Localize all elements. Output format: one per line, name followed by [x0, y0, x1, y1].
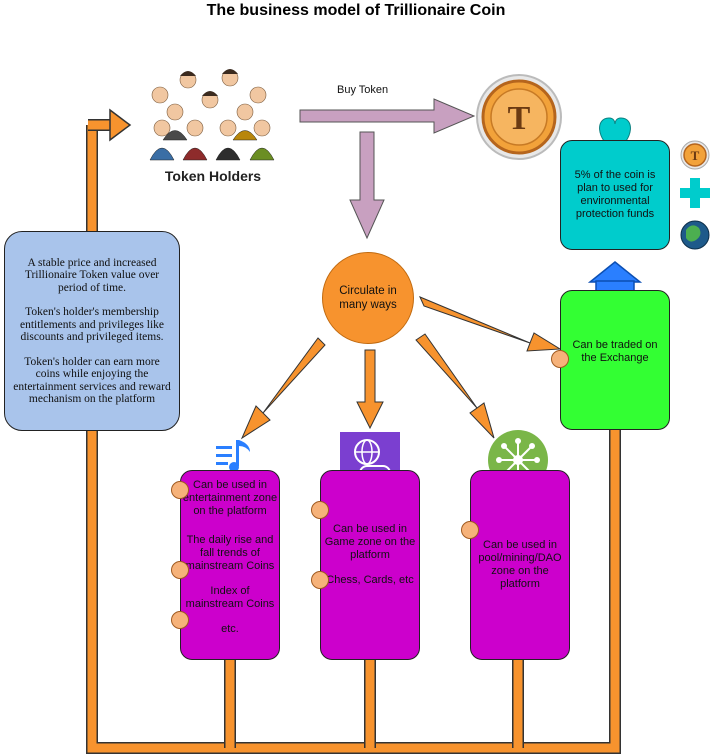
small-coin-letter: T [691, 148, 700, 163]
entertainment-text: Can be used in entertainment zone on the… [182, 479, 278, 517]
game-dot [311, 571, 329, 589]
music-list-icon [216, 440, 250, 472]
game-text: Chess, Cards, etc [326, 574, 414, 586]
entertainment-dot [171, 561, 189, 579]
entertainment-dot [171, 611, 189, 629]
benefit-text: Token's holder's membership entitlements… [19, 306, 165, 343]
arrow-to-game [356, 349, 384, 430]
buy-token-label: Buy Token [337, 84, 389, 96]
small-coin-icon [680, 140, 710, 170]
feedback-loop [86, 119, 621, 754]
token-holders-label: Token Holders [164, 168, 262, 184]
token-coin-letter: T [508, 100, 531, 137]
token-coin-icon [476, 74, 562, 160]
entertainment-text: The daily rise and fall trends of mainst… [185, 534, 275, 572]
arrow-to-pool [415, 333, 495, 439]
pool-dot [461, 521, 479, 539]
benefit-text: A stable price and increased Trillionair… [24, 256, 160, 294]
game-dot [311, 501, 329, 519]
plus-icon [680, 178, 710, 208]
entertainment-text: Index of mainstream Coins [185, 585, 275, 610]
game-text: Can be used in Game zone on the platform [324, 523, 416, 561]
diagram-title: The business model of Trillionaire Coin [206, 2, 506, 19]
environment-node: 5% of the coin is plan to used for envir… [560, 140, 670, 250]
benefits-note: A stable price and increased Trillionair… [4, 231, 180, 431]
globe-icon [680, 220, 710, 250]
circulate-arrows [240, 296, 562, 440]
exchange-text: Can be traded on the Exchange [572, 339, 658, 364]
pool-text: Can be used in pool/mining/DAO zone on t… [478, 539, 562, 590]
entertainment-text: etc. [221, 623, 239, 635]
people-group-icon [149, 69, 275, 161]
environment-text: 5% of the coin is plan to used for envir… [574, 169, 656, 220]
pool-node: Can be used in pool/mining/DAO zone on t… [470, 470, 570, 660]
arrow-to-entertainment [240, 337, 326, 440]
exchange-dot [551, 350, 569, 368]
arrow-to-exchange [419, 296, 562, 352]
circulate-node: Circulate in many ways [322, 252, 414, 344]
benefit-text: Token's holder can earn more coins while… [13, 355, 171, 406]
game-node: Can be used in Game zone on the platform… [320, 470, 420, 660]
exchange-node: Can be traded on the Exchange [560, 290, 670, 430]
entertainment-node: Can be used in entertainment zone on the… [180, 470, 280, 660]
circulate-label: Circulate in many ways [339, 285, 397, 311]
down-arrow [349, 131, 385, 240]
buy-token-arrow [299, 98, 476, 134]
entertainment-dot [171, 481, 189, 499]
loop-arrowhead [109, 108, 132, 142]
